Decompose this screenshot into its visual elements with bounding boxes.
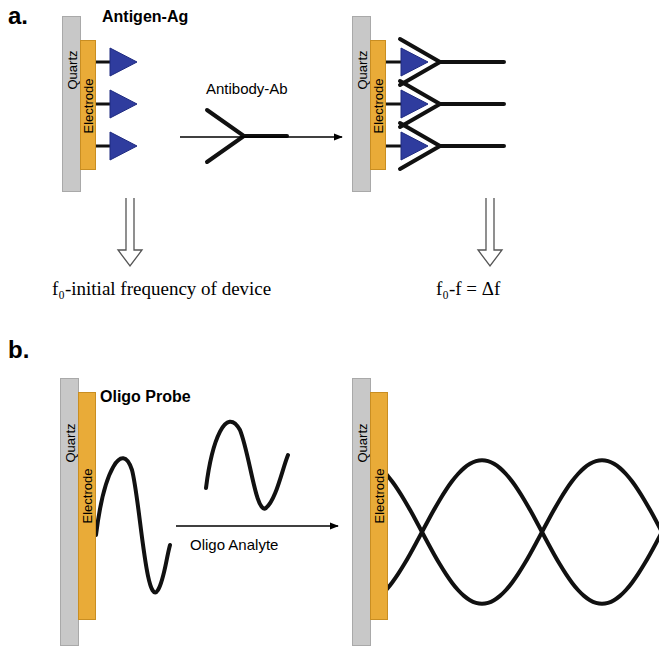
linker: [95, 145, 111, 148]
oligo-strand: [386, 460, 659, 603]
component-label: Antigen-Ag: [102, 8, 188, 26]
layer-label: Quartz: [355, 50, 368, 89]
hybridized-duplex: [386, 460, 659, 603]
down-arrow: [118, 198, 502, 266]
linker: [386, 145, 402, 148]
layer-label: Electrode: [372, 79, 385, 134]
free-antibody: [207, 110, 287, 162]
layer-label: Electrode: [81, 468, 94, 523]
quartz-plate: Quartz: [352, 16, 371, 192]
bound-antibody: [400, 39, 504, 85]
panel-letter: b.: [8, 336, 29, 364]
reaction-arrow: [180, 136, 342, 138]
equation-text: f₀-f = Δf: [436, 278, 500, 300]
antigen-triangle: [110, 132, 137, 160]
linker: [386, 103, 402, 106]
electrode-layer: Electrode: [370, 40, 386, 170]
electrode-layer: Electrode: [80, 40, 96, 170]
bound-antibody: [400, 81, 504, 127]
layer-label: Electrode: [82, 79, 95, 134]
layer-label: Quartz: [63, 424, 76, 463]
component-label: Oligo Analyte: [190, 536, 278, 553]
layer-label: Quartz: [65, 50, 78, 89]
quartz-plate: Quartz: [352, 378, 371, 646]
reaction-arrow: [176, 525, 338, 527]
quartz-plate: Quartz: [60, 378, 79, 646]
quartz-plate: Quartz: [62, 16, 81, 192]
oligo-strand: [386, 460, 659, 603]
panel-letter: a.: [8, 2, 28, 30]
layer-label: Quartz: [355, 424, 368, 463]
antigen-triangle: [110, 90, 137, 118]
electrode-layer: Electrode: [370, 392, 388, 620]
linker: [386, 61, 402, 64]
electrode-layer: Electrode: [78, 392, 96, 620]
bound-antibody: [400, 123, 504, 169]
component-label: Antibody-Ab: [206, 80, 288, 97]
equation-text: f₀-initial frequency of device: [52, 278, 271, 300]
layer-label: Electrode: [373, 468, 386, 523]
antigen-triangle: [110, 48, 137, 76]
antigen-group: [95, 39, 504, 169]
component-label: Oligo Probe: [100, 388, 191, 406]
oligo-strand: [96, 422, 288, 593]
linker: [95, 61, 111, 64]
linker: [95, 103, 111, 106]
